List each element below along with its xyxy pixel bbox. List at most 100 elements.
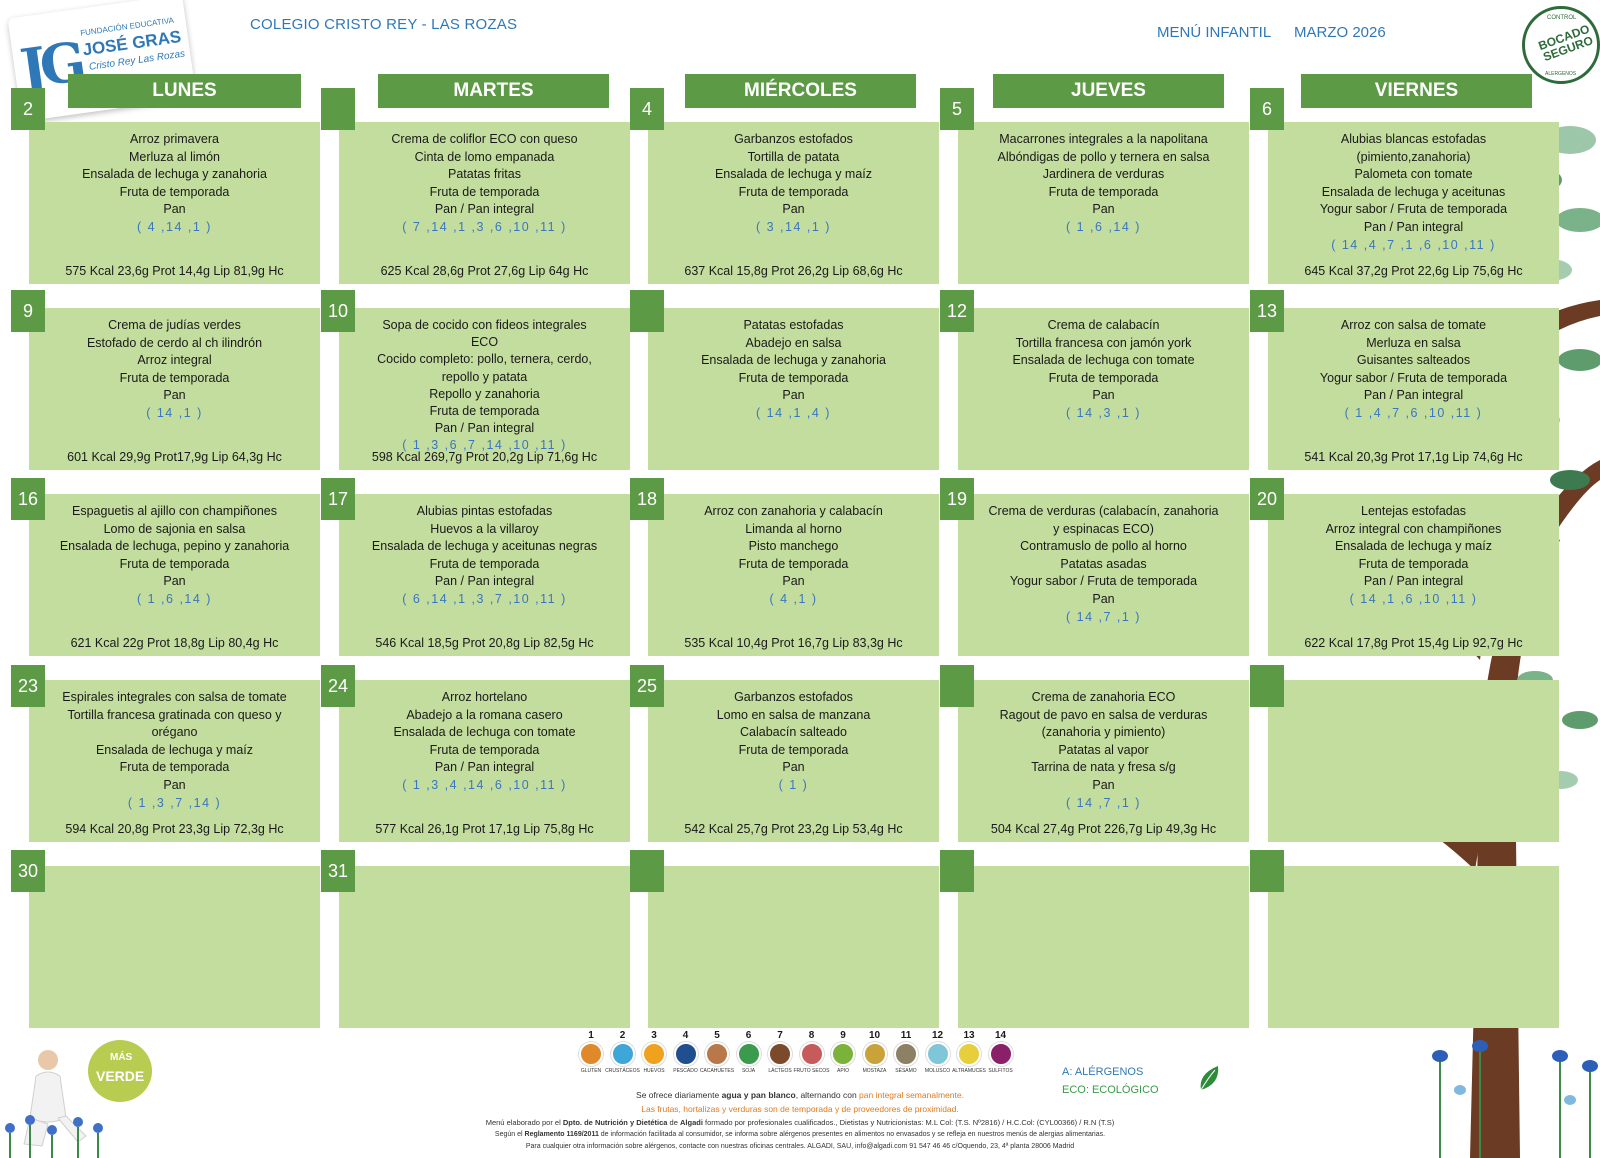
dish-item: Alubias pintas estofadas	[416, 504, 553, 518]
footer-line-1: Se ofrece diariamente agua y pan blanco,…	[0, 1090, 1600, 1100]
dish-item: Pan / Pan integral	[1363, 220, 1464, 234]
dish-item: Yogur sabor / Fruta de temporada	[1319, 202, 1508, 217]
dish-item: Ensalada de lechuga con tomate	[1012, 353, 1195, 368]
dish-item: (zanahoria y pimiento)	[1041, 725, 1166, 740]
footer-4b: Reglamento 1169/2011	[524, 1131, 599, 1138]
dish-item: Pan	[782, 760, 805, 775]
menu-day-cell	[958, 680, 1249, 842]
sesame-icon	[894, 1042, 918, 1066]
day-number: 4	[630, 88, 664, 130]
fish-icon	[673, 1042, 698, 1066]
seal-top: CONTROL	[1547, 15, 1577, 21]
allergen-codes: ( 14 ,7 ,1 )	[1066, 609, 1141, 624]
menu-day-cell	[29, 494, 320, 656]
flowers-left	[5, 1115, 103, 1158]
dish-item: Patatas estofadas	[743, 318, 844, 332]
dish-item: Yogur sabor / Fruta de temporada	[1319, 370, 1508, 385]
day-number: 5	[940, 88, 974, 130]
footer-3c: de	[667, 1118, 680, 1127]
allergen-label: SOJA	[741, 1068, 756, 1074]
footer-3d: Algadi	[679, 1118, 703, 1127]
menu-day-cell	[1268, 308, 1559, 470]
nutrition-info: 645 Kcal 37,2g Prot 22,6g Lip 75,6g Hc	[1304, 264, 1523, 278]
menu-day-cell	[339, 122, 630, 284]
mas-verde-text-verde: VERDE	[96, 1068, 145, 1084]
dish-item: Arroz hortelano	[441, 690, 528, 704]
day-header-friday: VIERNES	[1301, 74, 1532, 108]
dish-item: Lomo en salsa de manzana	[716, 707, 871, 722]
allergen-number: 5	[714, 1030, 720, 1041]
day-number: 23	[11, 665, 45, 707]
mas-verde-badge: MÁS VERDE	[88, 1040, 152, 1102]
peanut-icon	[705, 1042, 729, 1066]
nutrition-info: 535 Kcal 10,4g Prot 16,7g Lip 83,3g Hc	[684, 636, 903, 650]
menu-day-cell	[1268, 866, 1559, 1028]
allergen-label: FRUTO SECOS	[793, 1068, 830, 1074]
footer-line-5: Para cualquier otra información sobre al…	[525, 1143, 1075, 1150]
dish-item: Crema de judías verdes	[108, 318, 241, 332]
legend-allergens: A: ALÉRGENOS	[1062, 1066, 1144, 1078]
dish-item: Huevos a la villaroy	[430, 521, 539, 536]
dish-item: Ensalada de lechuga con tomate	[393, 725, 576, 740]
dish-item: Cocido completo: pollo, ternera, cerdo,	[377, 352, 592, 367]
dish-item: Ensalada de lechuga y zanahoria	[701, 353, 886, 368]
soy-icon	[736, 1042, 761, 1066]
dish-item: Crema de calabacín	[1047, 318, 1160, 332]
nutrition-info: 575 Kcal 23,6g Prot 14,4g Lip 81,9g Hc	[65, 264, 284, 278]
bocado-seguro-seal: CONTROL BOCADO SEGURO ALERGENOS	[1522, 6, 1600, 84]
day-number	[1250, 850, 1284, 892]
day-number: 24	[321, 665, 355, 707]
dish-item: Fruta de temporada	[738, 184, 849, 199]
nutrition-info: 598 Kcal 269,7g Prot 20,2g Lip 71,6g Hc	[371, 450, 598, 464]
dish-item: Arroz primavera	[130, 132, 219, 146]
seal-main: BOCADO SEGURO	[1536, 21, 1595, 65]
dish-item: Fruta de temporada	[738, 742, 849, 757]
celery-icon	[831, 1042, 855, 1066]
allergen-label: SÉSAMO	[895, 1068, 917, 1074]
dish-item: Pisto manchego	[748, 539, 839, 554]
dish-item: Fruta de temporada	[429, 556, 540, 571]
day-header-monday: LUNES	[68, 74, 301, 108]
allergen-codes: ( 1 ,4 ,7 ,6 ,10 ,11 )	[1344, 406, 1483, 420]
footer-line-4: Según el Reglamento 1169/2011 de informa…	[0, 1131, 1600, 1138]
allergen-codes: ( 1 )	[778, 778, 809, 792]
footer-3e: formado por profesionales cualificados.,…	[702, 1118, 1115, 1127]
footer-3b: Dpto. de Nutrición y Dietética	[562, 1118, 668, 1127]
allergen-codes: ( 1 ,6 ,14 )	[137, 592, 212, 606]
nutrition-info: 622 Kcal 17,8g Prot 15,4g Lip 92,7g Hc	[1304, 636, 1523, 650]
day-number	[1250, 665, 1284, 707]
day-number: 19	[940, 478, 974, 520]
flowers-right	[1432, 1040, 1598, 1158]
menu-day-cell	[648, 122, 939, 284]
menu-day-cell	[958, 494, 1249, 656]
footer-1b: agua y pan blanco	[721, 1090, 796, 1100]
dish-item: Lomo de sajonia en salsa	[103, 521, 246, 536]
dish-item: Ensalada de lechuga y aceitunas	[1321, 184, 1506, 199]
dish-item: Pan / Pan integral	[1363, 388, 1464, 403]
dish-item: Yogur sabor / Fruta de temporada	[1009, 574, 1198, 589]
day-number	[321, 88, 355, 130]
day-number: 20	[1250, 478, 1284, 520]
day-number: 9	[11, 290, 45, 332]
dish-item: Pan	[163, 778, 186, 792]
footer-4a: Según el	[494, 1131, 525, 1138]
seal-bottom: ALERGENOS	[1545, 71, 1577, 77]
dish-item: Contramuslo de pollo al horno	[1020, 539, 1187, 554]
allergen-label: CACAHUETES	[699, 1068, 735, 1074]
day-number	[630, 850, 664, 892]
dish-item: Pan	[1092, 202, 1115, 217]
dish-item: Macarrones integrales a la napolitana	[999, 132, 1208, 146]
dish-item: Fruta de temporada	[429, 184, 540, 199]
allergen-label: CRUSTÁCEOS	[605, 1068, 640, 1074]
dish-item: Albóndigas de pollo y ternera en salsa	[997, 149, 1210, 164]
allergen-number: 11	[900, 1030, 912, 1041]
dish-item: Lentejas estofadas	[1361, 504, 1466, 518]
allergen-codes: ( 3 ,14 ,1 )	[756, 220, 831, 234]
menu-day-cell	[1268, 122, 1559, 284]
